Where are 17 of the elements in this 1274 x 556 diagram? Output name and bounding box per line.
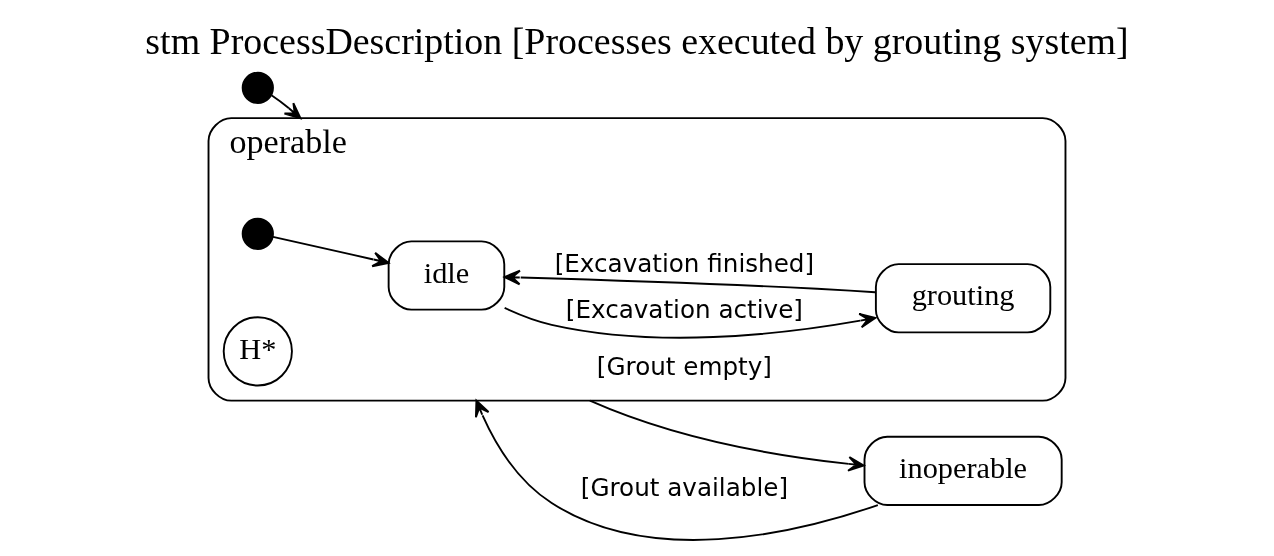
edge-label: [Excavation active] (565, 294, 803, 324)
arrow (503, 306, 877, 339)
edge-label: [Grout available] (580, 473, 788, 503)
arrow (270, 94, 302, 120)
edge-label: [Excavation finished] (554, 249, 815, 279)
node-box: grouting (874, 263, 1052, 334)
arrow (588, 399, 865, 472)
node-circle (241, 71, 274, 104)
node-box: inoperable (863, 435, 1063, 506)
node-circle: H* (222, 316, 293, 387)
arrow (474, 399, 879, 541)
arrow (272, 235, 390, 268)
arrow (503, 269, 877, 294)
node-circle (241, 217, 274, 250)
edge-label: [Grout empty] (596, 351, 772, 381)
node-box: idle (387, 240, 506, 311)
diagram-title: stm ProcessDescription [Processes executed by grouting system] (145, 19, 1129, 62)
